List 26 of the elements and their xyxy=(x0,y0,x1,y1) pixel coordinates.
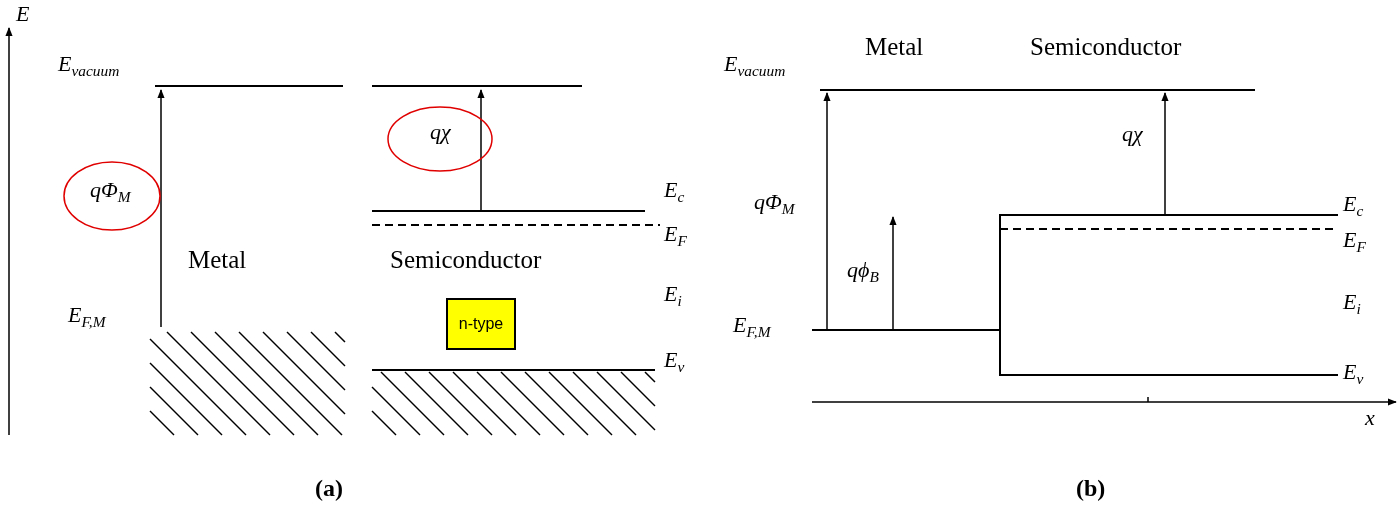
panel-label: (a) xyxy=(315,475,343,502)
energy-label: E$_{F,M}$ xyxy=(733,313,771,342)
symbol-label: qχ xyxy=(1122,122,1143,147)
region-label: Metal xyxy=(865,33,924,61)
axis-label: E xyxy=(16,2,30,27)
energy-label: E$_{c}$ xyxy=(664,178,685,207)
axis-label: x xyxy=(1365,406,1375,431)
energy-label: E$_{F}$ xyxy=(664,222,687,251)
panel-label: (b) xyxy=(1076,475,1106,502)
energy-label: E$_{F}$ xyxy=(1343,228,1366,257)
energy-label: E$_{vacuum}$ xyxy=(724,52,786,81)
region-label: Metal xyxy=(188,246,247,274)
energy-label: E$_{vacuum}$ xyxy=(58,52,120,81)
energy-label: E$_{v}$ xyxy=(664,348,685,377)
symbol-label: qΦ$_{M}$ xyxy=(90,178,131,207)
type-tag: n-type xyxy=(446,298,516,350)
energy-label: E$_{v}$ xyxy=(1343,360,1364,389)
region-label: Semiconductor xyxy=(390,246,542,274)
symbol-label: qϕ$_{B}$ xyxy=(847,258,879,287)
symbol-label: qχ xyxy=(430,120,451,145)
region-label: Semiconductor xyxy=(1030,33,1182,61)
energy-label: E$_{F,M}$ xyxy=(68,303,106,332)
energy-label: E$_{c}$ xyxy=(1343,192,1364,221)
symbol-label: qΦ$_{M}$ xyxy=(754,190,795,219)
energy-label: E$_{i}$ xyxy=(1343,290,1361,319)
energy-label: E$_{i}$ xyxy=(664,282,682,311)
